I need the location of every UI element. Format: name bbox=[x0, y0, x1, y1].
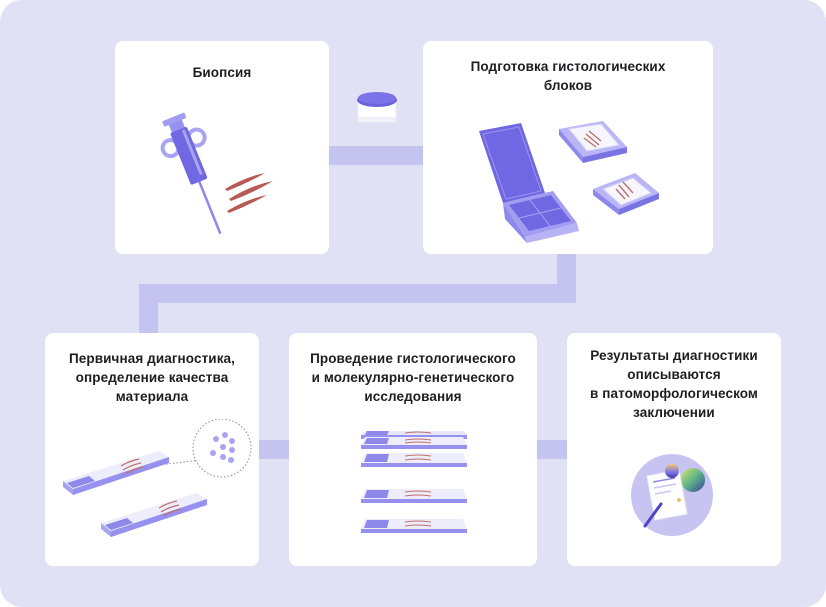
slides-with-magnifier-icon bbox=[59, 419, 255, 559]
connector-step3-up bbox=[139, 284, 158, 336]
step-card-results-report: Результаты диагностики описываются в пат… bbox=[567, 333, 781, 566]
step-card-histology-research: Проведение гистологического и молекулярн… bbox=[289, 333, 537, 566]
step-card-histology-blocks: Подготовка гистологических блоков bbox=[423, 41, 713, 254]
step-title: Биопсия bbox=[192, 65, 252, 80]
stacked-slides-icon bbox=[361, 427, 467, 543]
specimen-jar-icon bbox=[355, 90, 399, 126]
connector-step3-step4 bbox=[258, 440, 290, 459]
step-title: Первичная диагностика, определение качес… bbox=[68, 351, 236, 404]
step-title: Результаты диагностики описываются в пат… bbox=[589, 348, 759, 420]
step-title: Проведение гистологического и молекулярн… bbox=[310, 351, 516, 404]
connector-step1-step2 bbox=[328, 146, 424, 165]
report-document-icon bbox=[631, 452, 717, 538]
connector-step2-horizontal bbox=[139, 284, 576, 303]
step-card-primary-diagnosis: Первичная диагностика, определение качес… bbox=[45, 333, 259, 566]
step-title: Подготовка гистологических блоков bbox=[470, 59, 666, 93]
cassette-and-blocks-icon bbox=[473, 119, 673, 245]
connector-step4-step5 bbox=[536, 440, 568, 459]
step-card-biopsy: Биопсия bbox=[115, 41, 329, 254]
syringe-with-tissue-icon bbox=[153, 111, 283, 241]
